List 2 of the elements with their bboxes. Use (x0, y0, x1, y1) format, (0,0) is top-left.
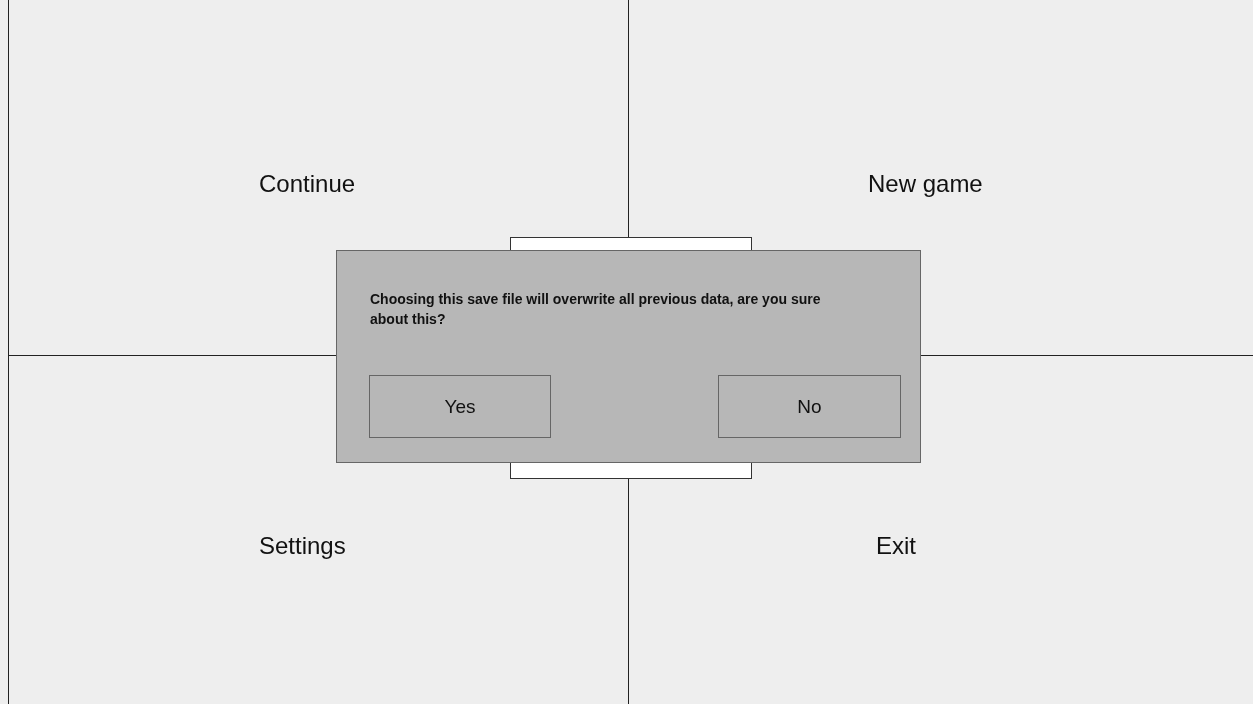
dialog-button: No (718, 375, 901, 438)
dialog-button: Yes (369, 375, 551, 438)
